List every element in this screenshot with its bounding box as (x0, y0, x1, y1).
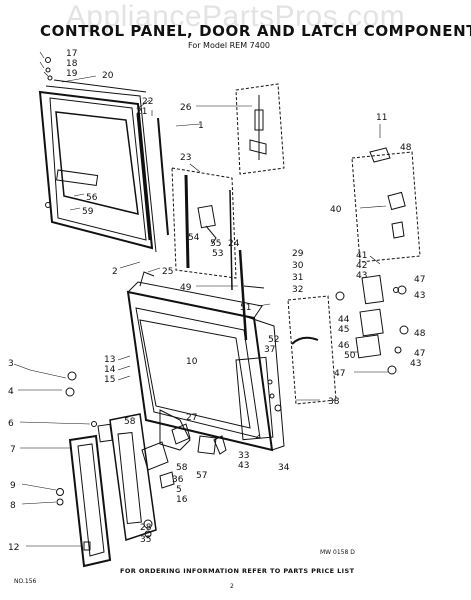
callout-25: 25 (162, 267, 173, 277)
latch-dashed-group (171, 167, 237, 279)
callout-18: 18 (66, 59, 78, 69)
callout-3: 3 (8, 359, 14, 369)
callout-24: 24 (228, 239, 240, 249)
callout-12: 12 (8, 543, 19, 553)
callout-27: 27 (186, 413, 197, 423)
callout-56: 56 (86, 193, 98, 203)
callout-43c: 43 (238, 461, 249, 471)
control-panel (68, 413, 157, 568)
callout-15: 15 (104, 375, 115, 385)
callout-32: 32 (292, 285, 303, 295)
callout-20: 20 (102, 71, 114, 81)
callout-43: 43 (356, 271, 367, 281)
callout-43b: 43 (414, 291, 425, 301)
callout-labels: 1 2 3 4 5 6 7 8 9 10 11 12 13 14 15 16 1… (8, 49, 426, 553)
callout-52: 52 (268, 335, 279, 345)
callout-10: 10 (186, 357, 198, 367)
callout-42: 42 (356, 261, 367, 271)
callout-47: 47 (414, 275, 425, 285)
callout-47b: 47 (414, 349, 425, 359)
callout-14: 14 (104, 365, 116, 375)
callout-48: 48 (400, 143, 412, 153)
callout-7: 7 (10, 445, 16, 455)
watermark: AppliancePartsPros.com (65, 0, 406, 33)
door-assembly (38, 57, 169, 253)
callout-55: 55 (210, 239, 221, 249)
callout-2: 2 (112, 267, 118, 277)
ordering-footer: FOR ORDERING INFORMATION REFER TO PARTS … (120, 567, 355, 575)
callout-59: 59 (82, 207, 94, 217)
callout-44: 44 (338, 315, 350, 325)
callout-57: 57 (196, 471, 207, 481)
callout-37: 37 (264, 345, 275, 355)
callout-53: 53 (212, 249, 223, 259)
callout-36: 36 (172, 475, 184, 485)
callout-8: 8 (10, 501, 16, 511)
page-title: CONTROL PANEL, DOOR AND LATCH COMPONENTS (40, 22, 471, 40)
callout-9: 9 (10, 481, 16, 491)
callout-48b: 48 (414, 329, 426, 339)
page-number: 2 (230, 583, 234, 590)
latch-switch-dashed-group (351, 151, 421, 263)
callout-19: 19 (66, 69, 78, 79)
callout-5: 5 (176, 485, 182, 495)
callout-50: 50 (344, 351, 356, 361)
callout-29: 29 (292, 249, 304, 259)
callout-49: 49 (180, 283, 192, 293)
callout-17: 17 (66, 49, 77, 59)
callout-16: 16 (176, 495, 188, 505)
callout-54: 54 (188, 233, 200, 243)
callout-23: 23 (180, 153, 191, 163)
callout-1: 1 (198, 121, 204, 131)
callout-45: 45 (338, 325, 349, 335)
callout-58b: 58 (176, 463, 188, 473)
drawing-code: MW 0158 D (320, 549, 355, 556)
callout-40: 40 (330, 205, 342, 215)
callout-38: 38 (328, 397, 340, 407)
callout-6: 6 (8, 419, 14, 429)
callout-47c: 47 (334, 369, 345, 379)
callout-11: 11 (376, 113, 387, 123)
callout-46: 46 (338, 341, 350, 351)
callout-31: 31 (292, 273, 303, 283)
callout-33: 33 (238, 451, 249, 461)
callout-51: 51 (240, 303, 251, 313)
callout-35: 35 (140, 535, 151, 545)
callout-26: 26 (180, 103, 192, 113)
switch-dashed-group (235, 83, 285, 175)
callout-41: 41 (356, 251, 367, 261)
model-subtitle: For Model REM 7400 (188, 41, 271, 50)
cabinet-front-frame (126, 281, 285, 452)
callout-13: 13 (104, 355, 115, 365)
callout-30: 30 (292, 261, 304, 271)
callout-28: 28 (140, 523, 152, 533)
part-number: NO.156 (14, 578, 37, 585)
callout-34: 34 (278, 463, 290, 473)
callout-4: 4 (8, 387, 14, 397)
callout-58: 58 (124, 417, 136, 427)
callout-22: 22 (142, 97, 153, 107)
callout-21: 21 (136, 107, 147, 117)
callout-43d: 43 (410, 359, 421, 369)
